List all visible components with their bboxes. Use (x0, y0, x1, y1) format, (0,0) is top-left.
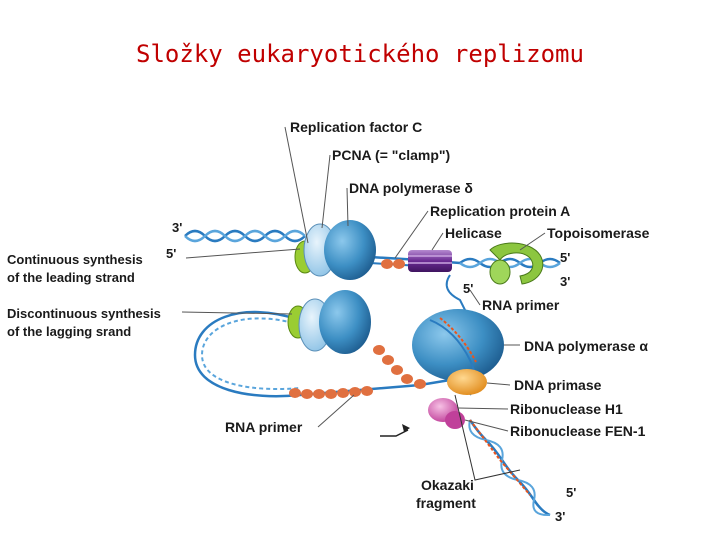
topoisomerase (489, 242, 544, 285)
label-continuous-line2: of the leading strand (7, 270, 135, 285)
end-bottom-3: 3' (555, 509, 565, 524)
leader-lines (181, 126, 546, 432)
end-right-3: 3' (560, 274, 570, 289)
label-discontinuous-line1: Discontinuous synthesis (7, 306, 161, 321)
dna-primase (447, 369, 487, 395)
label-ribonuclease-h1: Ribonuclease H1 (510, 401, 623, 417)
end-left-5: 5' (166, 246, 176, 261)
label-topoisomerase: Topoisomerase (547, 225, 650, 241)
helicase (408, 250, 452, 272)
label-pcna: PCNA (= "clamp") (332, 147, 450, 163)
label-replication-protein-a: Replication protein A (430, 203, 570, 219)
label-continuous-line1: Continuous synthesis (7, 252, 143, 267)
parental-dna (459, 257, 561, 269)
label-dna-polymerase-delta: DNA polymerase δ (349, 180, 473, 196)
label-dna-polymerase-alpha: DNA polymerase α (524, 338, 648, 354)
label-okazaki-line2: fragment (416, 495, 476, 511)
end-bottom-5: 5' (566, 485, 576, 500)
label-helicase: Helicase (445, 225, 502, 241)
arrow-head (402, 424, 410, 432)
slide-title: Složky eukaryotického replizomu (136, 40, 584, 68)
label-ribonuclease-fen1: Ribonuclease FEN-1 (510, 423, 646, 439)
end-right-5: 5' (560, 250, 570, 265)
end-left-3: 3' (172, 220, 182, 235)
label-rna-primer-bottom: RNA primer (225, 419, 303, 435)
ribonucleases (428, 398, 465, 429)
end-mid-5: 5' (463, 281, 473, 296)
replication-protein-a-beads (289, 259, 426, 399)
label-dna-primase: DNA primase (514, 377, 602, 393)
okazaki-bracket (454, 394, 521, 481)
label-rna-primer-top: RNA primer (482, 297, 560, 313)
label-replication-factor-c: Replication factor C (290, 119, 422, 135)
label-discontinuous-line2: of the lagging srand (7, 324, 131, 339)
label-okazaki-line1: Okazaki (421, 477, 474, 493)
leading-strand-polymerase-complex (294, 220, 376, 280)
lagging-strand-dna (193, 274, 551, 517)
lagging-strand-polymerase-complex (287, 290, 371, 354)
